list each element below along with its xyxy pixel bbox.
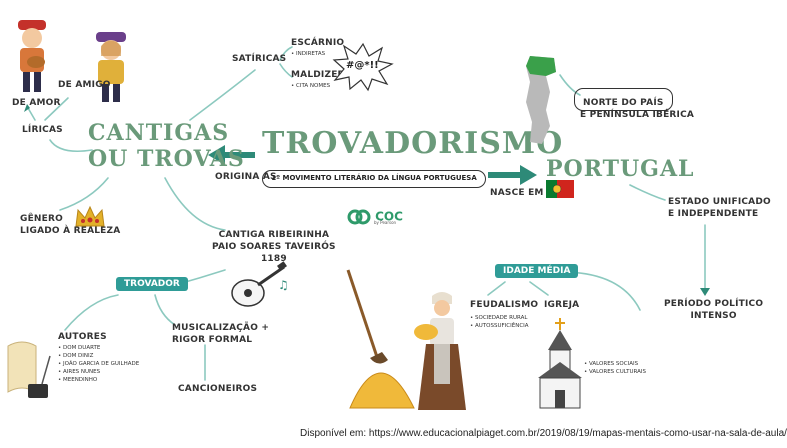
ribeirinha-line1: CANTIGA RIBEIRINHA bbox=[218, 230, 330, 240]
genero-line2: LIGADO À REALEZA bbox=[20, 226, 121, 236]
autor-item: JOÃO GARCIA DE GUILHADE bbox=[58, 360, 139, 368]
footer-prefix: Disponível em: bbox=[300, 428, 367, 439]
connector-estado bbox=[629, 184, 666, 201]
connector-autores bbox=[64, 294, 119, 331]
broom-hay-icon bbox=[346, 269, 415, 409]
footer-url[interactable]: https://www.educacionalpiaget.com.br/201… bbox=[368, 428, 787, 439]
music-notes-icon: ♫ bbox=[278, 278, 289, 292]
connector-musicalizacao bbox=[154, 294, 176, 326]
genero-label: GÊNERO LIGADO À REALEZA bbox=[20, 213, 120, 237]
norte-pill: NORTE DO PAÍS bbox=[574, 88, 673, 111]
footer-credit: Disponível em: https://www.educacionalpi… bbox=[300, 428, 787, 439]
ribeirinha-line2: PAIO SOARES TAVEIRÓS bbox=[212, 242, 336, 252]
liricas-label: LÍRICAS bbox=[22, 125, 63, 135]
periodo-block: PERÍODO POLÍTICO INTENSO bbox=[664, 298, 763, 322]
origina-as-label: ORIGINA AS bbox=[215, 172, 277, 182]
subtitle-pill: 1º MOVIMENTO LITERÁRIO DA LÍNGUA PORTUGU… bbox=[262, 170, 486, 188]
escarnio-note: • INDIRETAS bbox=[291, 51, 326, 57]
connector-igreja bbox=[529, 281, 549, 296]
connector-de-amor bbox=[27, 107, 36, 121]
igreja-item: VALORES CULTURAIS bbox=[584, 368, 646, 376]
cancioneiros-label: CANCIONEIROS bbox=[178, 384, 258, 394]
musicalizacao-line2: RIGOR FORMAL bbox=[172, 335, 253, 345]
estado-line2: E INDEPENDENTE bbox=[668, 209, 759, 219]
autor-item: DOM DUARTE bbox=[58, 344, 139, 352]
coc-logo-text: COC bbox=[375, 209, 403, 224]
troubadour-character-2-icon bbox=[96, 32, 126, 102]
lute-icon bbox=[231, 261, 287, 307]
ribeirinha-year: 1189 bbox=[260, 254, 287, 264]
connector-liricas bbox=[49, 139, 93, 153]
periodo-line2: INTENSO bbox=[690, 311, 737, 321]
norte-line1: NORTE DO PAÍS bbox=[583, 98, 664, 108]
troubadour-character-1-icon bbox=[18, 20, 46, 92]
connector-de-amigo bbox=[44, 97, 69, 121]
autor-item: DOM DINIZ bbox=[58, 352, 139, 360]
arrow-nasce-em bbox=[488, 165, 537, 185]
portugal-title: PORTUGAL bbox=[546, 156, 695, 182]
genero-line1: GÊNERO bbox=[20, 214, 63, 224]
center-title: TROVADORISMO bbox=[262, 126, 564, 161]
connector-escarnio bbox=[279, 46, 293, 61]
autores-label: AUTORES bbox=[58, 332, 107, 342]
de-amor-label: DE AMOR bbox=[12, 98, 61, 108]
cantigas-title-line2: OU TROVAS bbox=[88, 146, 245, 172]
autores-list: DOM DUARTE DOM DINIZ JOÃO GARCIA DE GUIL… bbox=[58, 344, 139, 384]
scroll-quill-icon bbox=[7, 341, 51, 398]
igreja-item: VALORES SOCIAIS bbox=[584, 360, 646, 368]
norte-line2: E PENÍNSULA IBÉRICA bbox=[580, 110, 695, 120]
maldizer-note: • CITA NOMES bbox=[291, 83, 331, 89]
connector-genero bbox=[59, 177, 109, 211]
nasce-em-label: NASCE EM bbox=[490, 188, 544, 198]
connector-satiricas bbox=[189, 69, 256, 121]
arrow-origina-as bbox=[208, 145, 255, 165]
trovador-tag: TROVADOR bbox=[116, 277, 188, 291]
musicalizacao-line1: MUSICALIZAÇÃO + bbox=[172, 323, 270, 333]
connector-ribeirinha bbox=[164, 177, 226, 231]
cantigas-title-line1: CANTIGAS bbox=[88, 120, 230, 146]
autor-item: MEENDINHO bbox=[58, 376, 139, 384]
center-subtitle: 1º MOVIMENTO LITERÁRIO DA LÍNGUA PORTUGU… bbox=[271, 174, 477, 182]
de-amigo-label: DE AMIGO bbox=[58, 80, 111, 90]
church-icon bbox=[538, 318, 582, 409]
idade-media-tag: IDADE MÉDIA bbox=[495, 264, 579, 278]
cantigas-title: CANTIGAS OU TROVAS bbox=[88, 120, 245, 172]
autor-item: AIRES NUNES bbox=[58, 368, 139, 376]
ribeirinha-block: CANTIGA RIBEIRINHA PAIO SOARES TAVEIRÓS … bbox=[212, 229, 336, 265]
maldizer-note-text: CITA NOMES bbox=[296, 83, 331, 89]
musicalizacao-block: MUSICALIZAÇÃO + RIGOR FORMAL bbox=[172, 322, 269, 346]
igreja-label: IGREJA bbox=[544, 300, 580, 310]
periodo-line1: PERÍODO POLÍTICO bbox=[664, 299, 764, 309]
connector-maldizer bbox=[279, 63, 293, 78]
maldizer-label: MALDIZER bbox=[291, 70, 345, 80]
coc-logo-icon bbox=[347, 209, 371, 224]
peasant-woman-icon bbox=[414, 292, 466, 410]
escarnio-label: ESCÁRNIO bbox=[291, 38, 345, 48]
satiricas-label: SATÍRICAS bbox=[232, 54, 287, 64]
estado-line1: ESTADO UNIFICADO bbox=[668, 197, 771, 207]
coc-logo-sub: by Pearson bbox=[374, 220, 397, 225]
estado-block: ESTADO UNIFICADO E INDEPENDENTE bbox=[668, 196, 771, 220]
connector-lines bbox=[24, 46, 710, 381]
arrowhead-liricas bbox=[24, 104, 30, 112]
portugal-flag-icon bbox=[546, 180, 574, 198]
escarnio-note-text: INDIRETAS bbox=[296, 51, 326, 57]
igreja-list: VALORES SOCIAIS VALORES CULTURAIS bbox=[584, 360, 646, 376]
feudalismo-label: FEUDALISMO bbox=[470, 300, 539, 310]
curse-burst-icon bbox=[332, 42, 394, 92]
connector-feudalismo bbox=[487, 281, 506, 296]
feudalismo-item: SOCIEDADE RURAL bbox=[470, 314, 529, 322]
crown-icon bbox=[75, 205, 105, 227]
arrowhead-periodo bbox=[700, 288, 710, 296]
feudalismo-item: AUTOSSUFICIÊNCIA bbox=[470, 322, 529, 330]
curse-symbol-text: #@*!! bbox=[346, 60, 379, 71]
portugal-map-icon bbox=[526, 56, 556, 144]
feudalismo-list: SOCIEDADE RURAL AUTOSSUFICIÊNCIA bbox=[470, 314, 529, 330]
coc-logo: COC by Pearson bbox=[347, 206, 403, 225]
